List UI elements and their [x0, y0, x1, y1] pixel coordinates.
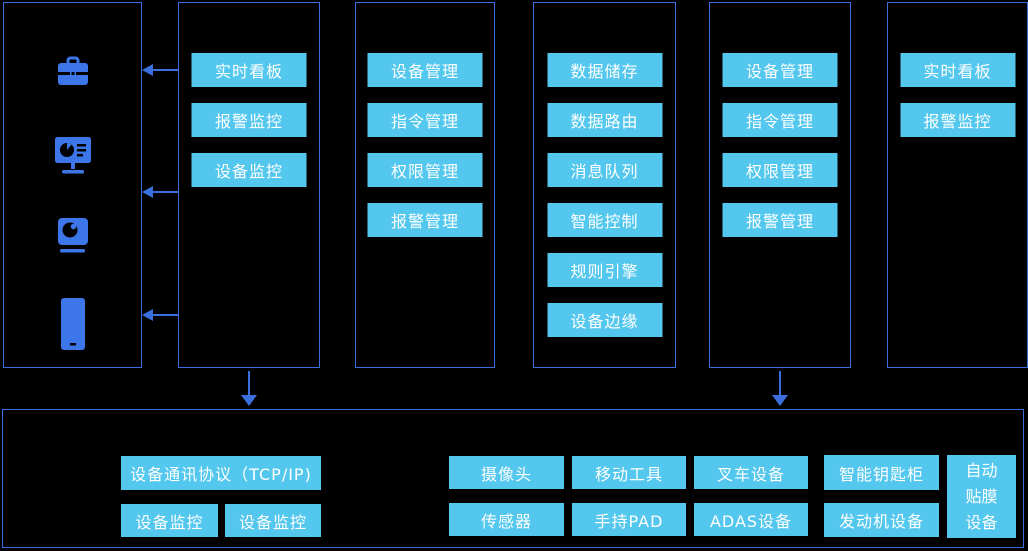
device-chip-camera: 摄像头: [449, 456, 564, 489]
device-chip-handheld-pad: 手持PAD: [572, 503, 686, 536]
module-chip: 设备监控: [191, 153, 307, 187]
device-chip-film-machine: 自动 贴膜 设备: [947, 455, 1016, 538]
monitor-apps-panel-right: 实时看板报警监控: [887, 2, 1028, 368]
device-chip-forklift: 叉车设备: [694, 456, 808, 489]
film-line: 设备: [965, 512, 998, 532]
module-chip: 数据储存: [547, 53, 662, 87]
module-chip: 报警管理: [722, 203, 838, 237]
device-chip-mobile-tool: 移动工具: [572, 456, 686, 489]
management-panel-right: 设备管理指令管理权限管理报警管理: [709, 2, 851, 368]
camera-icon: [4, 217, 141, 255]
module-chip: 设备边缘: [547, 303, 662, 337]
module-chip: 设备管理: [722, 53, 838, 87]
module-chip: 消息队列: [547, 153, 662, 187]
device-monitor-chip: 设备监控: [121, 504, 218, 537]
device-chip-engine: 发动机设备: [824, 503, 939, 537]
chip-list: 设备管理指令管理权限管理报警管理: [367, 53, 483, 237]
monitor-apps-panel: 实时看板报警监控设备监控: [178, 2, 320, 368]
arrow-left-icon: [142, 309, 178, 321]
chip-list: 数据储存数据路由消息队列智能控制规则引擎设备边缘: [547, 53, 662, 337]
module-chip: 指令管理: [722, 103, 838, 137]
dashboard-monitor-icon: [4, 136, 141, 176]
management-panel-left: 设备管理指令管理权限管理报警管理: [355, 2, 495, 368]
device-monitor-chip: 设备监控: [225, 504, 321, 537]
arrow-down-icon: [772, 371, 788, 406]
film-line: 贴膜: [965, 486, 998, 506]
device-layer-panel: 设备通讯协议（TCP/IP) 设备监控 设备监控 摄像头 移动工具 叉车设备 智…: [2, 409, 1024, 548]
module-chip: 报警监控: [900, 103, 1015, 137]
module-chip: 实时看板: [191, 53, 307, 87]
protocol-chip: 设备通讯协议（TCP/IP): [121, 456, 321, 490]
arrow-left-icon: [142, 64, 178, 76]
module-chip: 数据路由: [547, 103, 662, 137]
module-chip: 报警管理: [367, 203, 483, 237]
module-chip: 实时看板: [900, 53, 1015, 87]
briefcase-icon: [4, 56, 141, 87]
module-chip: 智能控制: [547, 203, 662, 237]
device-chip-key-cabinet: 智能钥匙柜: [824, 455, 939, 490]
film-line: 自动: [965, 460, 998, 480]
module-chip: 权限管理: [367, 153, 483, 187]
chip-list: 设备管理指令管理权限管理报警管理: [722, 53, 838, 237]
module-chip: 规则引擎: [547, 253, 662, 287]
chip-list: 实时看板报警监控设备监控: [191, 53, 307, 187]
terminal-devices-panel: [3, 2, 142, 368]
arrow-down-icon: [241, 371, 257, 406]
device-chip-adas: ADAS设备: [694, 503, 808, 536]
mobile-phone-icon: [4, 297, 141, 351]
chip-list: 实时看板报警监控: [900, 53, 1015, 137]
module-chip: 指令管理: [367, 103, 483, 137]
module-chip: 设备管理: [367, 53, 483, 87]
module-chip: 报警监控: [191, 103, 307, 137]
arrow-left-icon: [142, 186, 178, 198]
core-services-panel: 数据储存数据路由消息队列智能控制规则引擎设备边缘: [533, 2, 676, 368]
device-chip-sensor: 传感器: [449, 503, 564, 536]
module-chip: 权限管理: [722, 153, 838, 187]
